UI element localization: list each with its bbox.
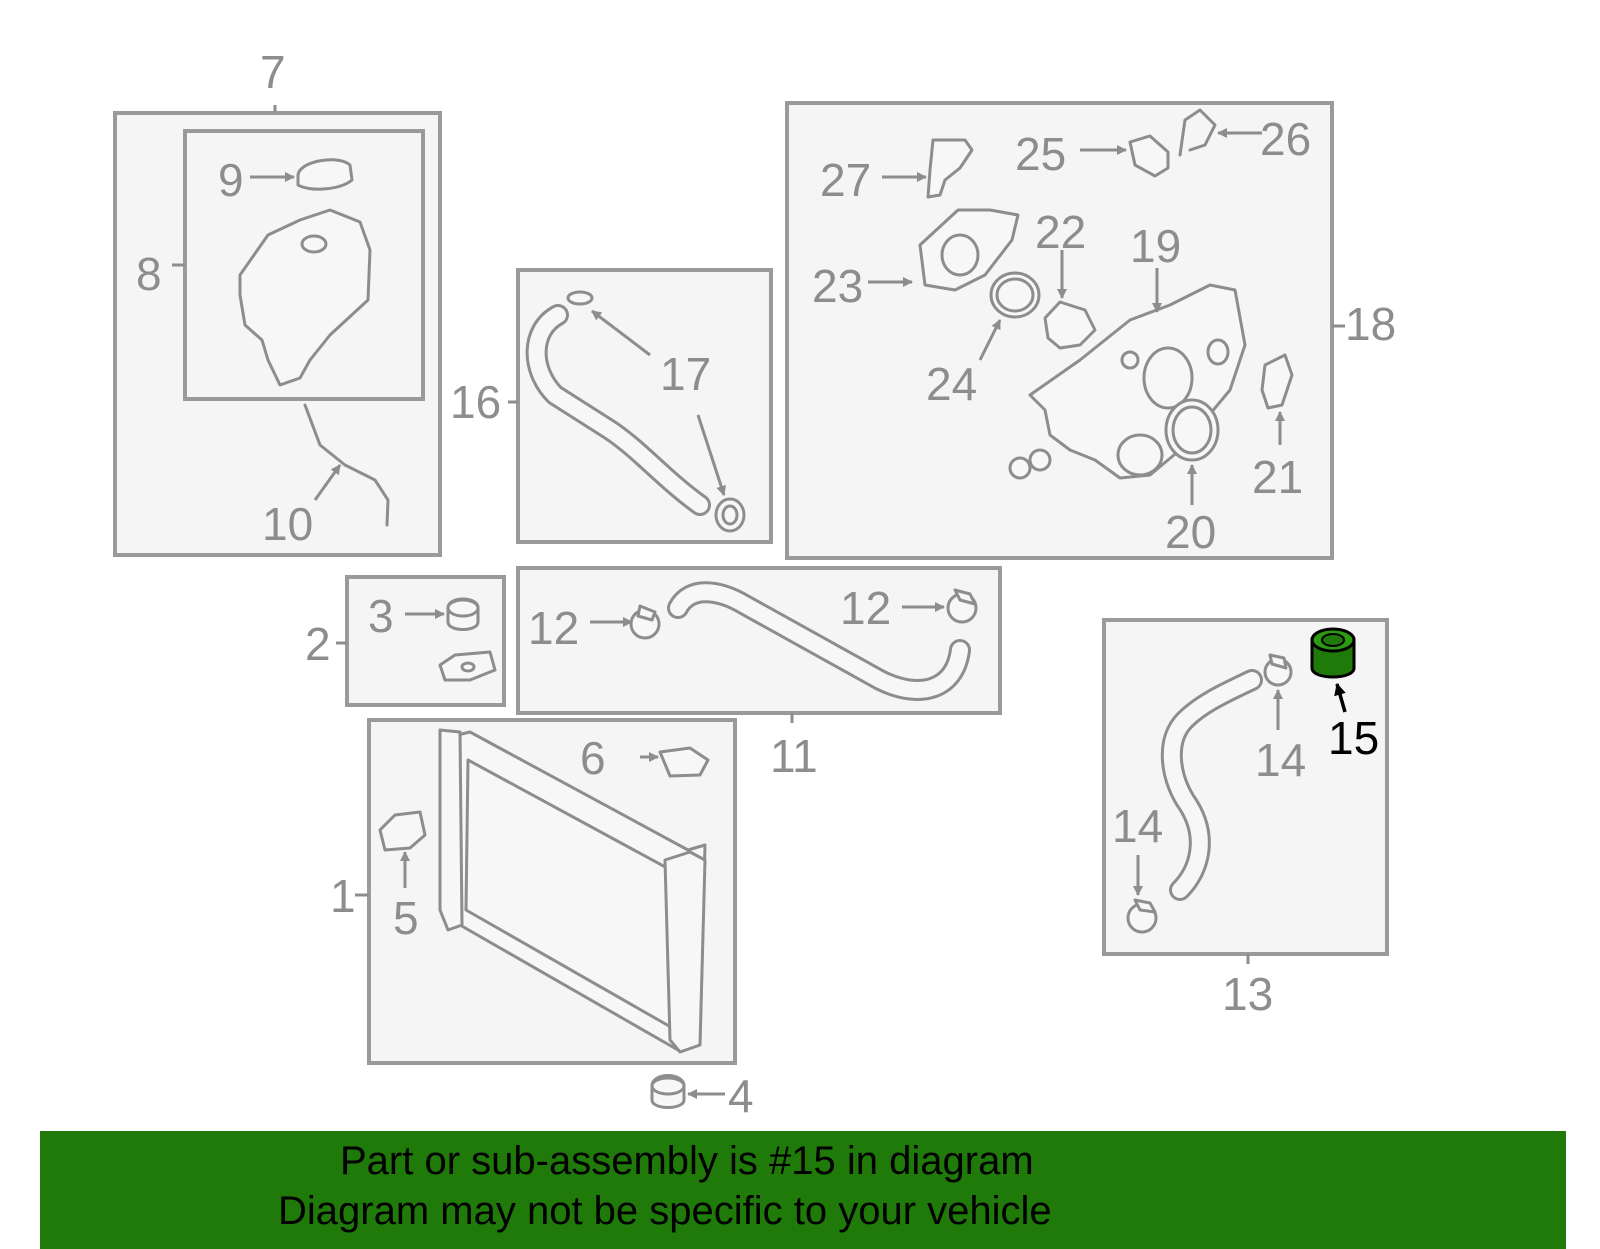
callout-25[interactable]: 25 — [1015, 128, 1066, 180]
bracket-5[interactable] — [378, 810, 427, 852]
reservoir-cap[interactable] — [296, 158, 354, 191]
callout-20[interactable]: 20 — [1165, 506, 1216, 558]
bracket-6[interactable] — [658, 746, 710, 778]
highlighted-part-15[interactable] — [1310, 627, 1356, 679]
upper-hose-group — [508, 268, 773, 544]
callout-16[interactable]: 16 — [450, 376, 501, 428]
reservoir-assembly-group — [113, 105, 442, 557]
callout-12-right[interactable]: 12 — [840, 582, 891, 634]
info-banner: Part or sub-assembly is #15 in diagram D… — [40, 1131, 1566, 1249]
callout-6[interactable]: 6 — [580, 732, 606, 784]
callout-2[interactable]: 2 — [305, 618, 331, 670]
callout-24[interactable]: 24 — [926, 358, 977, 410]
thermostat-group — [785, 101, 1345, 560]
callout-13[interactable]: 13 — [1222, 968, 1273, 1020]
banner-line-1: Part or sub-assembly is #15 in diagram — [340, 1139, 1034, 1183]
hose-clamp-ring[interactable] — [566, 290, 594, 306]
clip-26[interactable] — [1178, 108, 1217, 157]
callout-21[interactable]: 21 — [1252, 451, 1303, 503]
callout-22[interactable]: 22 — [1035, 206, 1086, 258]
callout-12-left[interactable]: 12 — [528, 602, 579, 654]
callout-17[interactable]: 17 — [660, 348, 711, 400]
callout-14-left[interactable]: 14 — [1112, 800, 1163, 852]
callout-26[interactable]: 26 — [1260, 113, 1311, 165]
box-2 — [345, 575, 506, 707]
callout-11[interactable]: 11 — [770, 730, 818, 782]
callout-19[interactable]: 19 — [1130, 220, 1181, 272]
bracket-group-2 — [336, 575, 506, 707]
oring-small[interactable] — [1008, 456, 1032, 480]
bracket-27[interactable] — [926, 138, 974, 199]
banner-line-2: Diagram may not be specific to your vehi… — [278, 1189, 1052, 1233]
callout-7[interactable]: 7 — [260, 46, 286, 98]
callout-5[interactable]: 5 — [393, 892, 419, 944]
lower-hose-group — [516, 566, 1002, 723]
heater-hose-group — [1102, 618, 1389, 964]
radiator-side-tank[interactable] — [438, 728, 464, 932]
reservoir-hose[interactable] — [303, 403, 390, 527]
radiator-side-tank-right[interactable] — [663, 850, 707, 1054]
callout-8[interactable]: 8 — [136, 248, 162, 300]
callout-3[interactable]: 3 — [368, 590, 394, 642]
callout-27[interactable]: 27 — [820, 154, 871, 206]
sensor-25[interactable] — [1128, 134, 1170, 178]
thermostat-22[interactable] — [1043, 300, 1097, 350]
callout-15-highlighted[interactable]: 15 — [1328, 712, 1379, 764]
bushing-4-group — [650, 1074, 725, 1109]
callout-10[interactable]: 10 — [262, 498, 313, 550]
radiator-group — [355, 718, 737, 1065]
callout-14-right[interactable]: 14 — [1255, 734, 1306, 786]
gasket-21[interactable] — [1260, 353, 1294, 410]
callout-1[interactable]: 1 — [330, 870, 356, 922]
callout-23[interactable]: 23 — [812, 260, 863, 312]
callout-18[interactable]: 18 — [1345, 298, 1396, 350]
callout-9[interactable]: 9 — [218, 154, 244, 206]
callout-4[interactable]: 4 — [728, 1070, 754, 1122]
reservoir-tank[interactable] — [238, 208, 372, 387]
